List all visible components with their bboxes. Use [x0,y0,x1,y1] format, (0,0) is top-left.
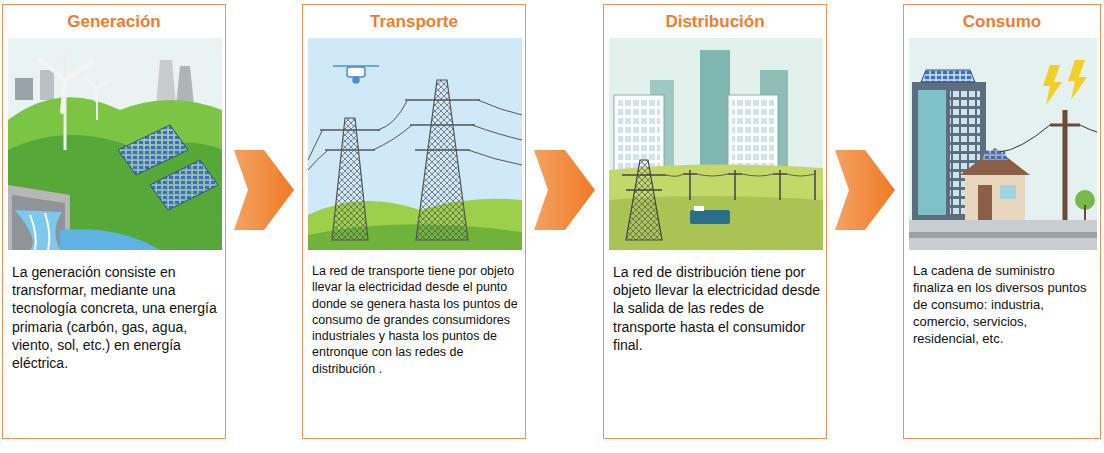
distribution-illustration [609,38,823,250]
flow-arrow [234,150,294,230]
panel-generacion: Generación La generación consiste en tran… [2,4,226,439]
consumption-illustration [909,38,1097,250]
panel-title: Generación [3,12,225,32]
panel-title: Consumo [904,12,1100,32]
flow-arrow [835,150,895,230]
panel-transporte: Transporte La red de transporte tiene por… [302,4,526,439]
generation-illustration [8,38,222,250]
panel-body: La red de distribución tiene por objeto … [613,263,820,354]
panel-title: Distribución [604,12,826,32]
panel-body: La cadena de suministro finaliza en los … [913,263,1094,347]
panel-body: La generación consiste en transformar, m… [12,263,219,372]
transport-illustration [308,38,522,250]
panel-consumo: Consumo La cadena de suministro finaliza … [903,4,1101,439]
flow-arrow [534,150,595,230]
panel-distribucion: Distribución La red de distribución tiene… [603,4,827,439]
panel-title: Transporte [303,12,525,32]
panel-body: La red de transporte tiene por objeto ll… [312,263,519,377]
